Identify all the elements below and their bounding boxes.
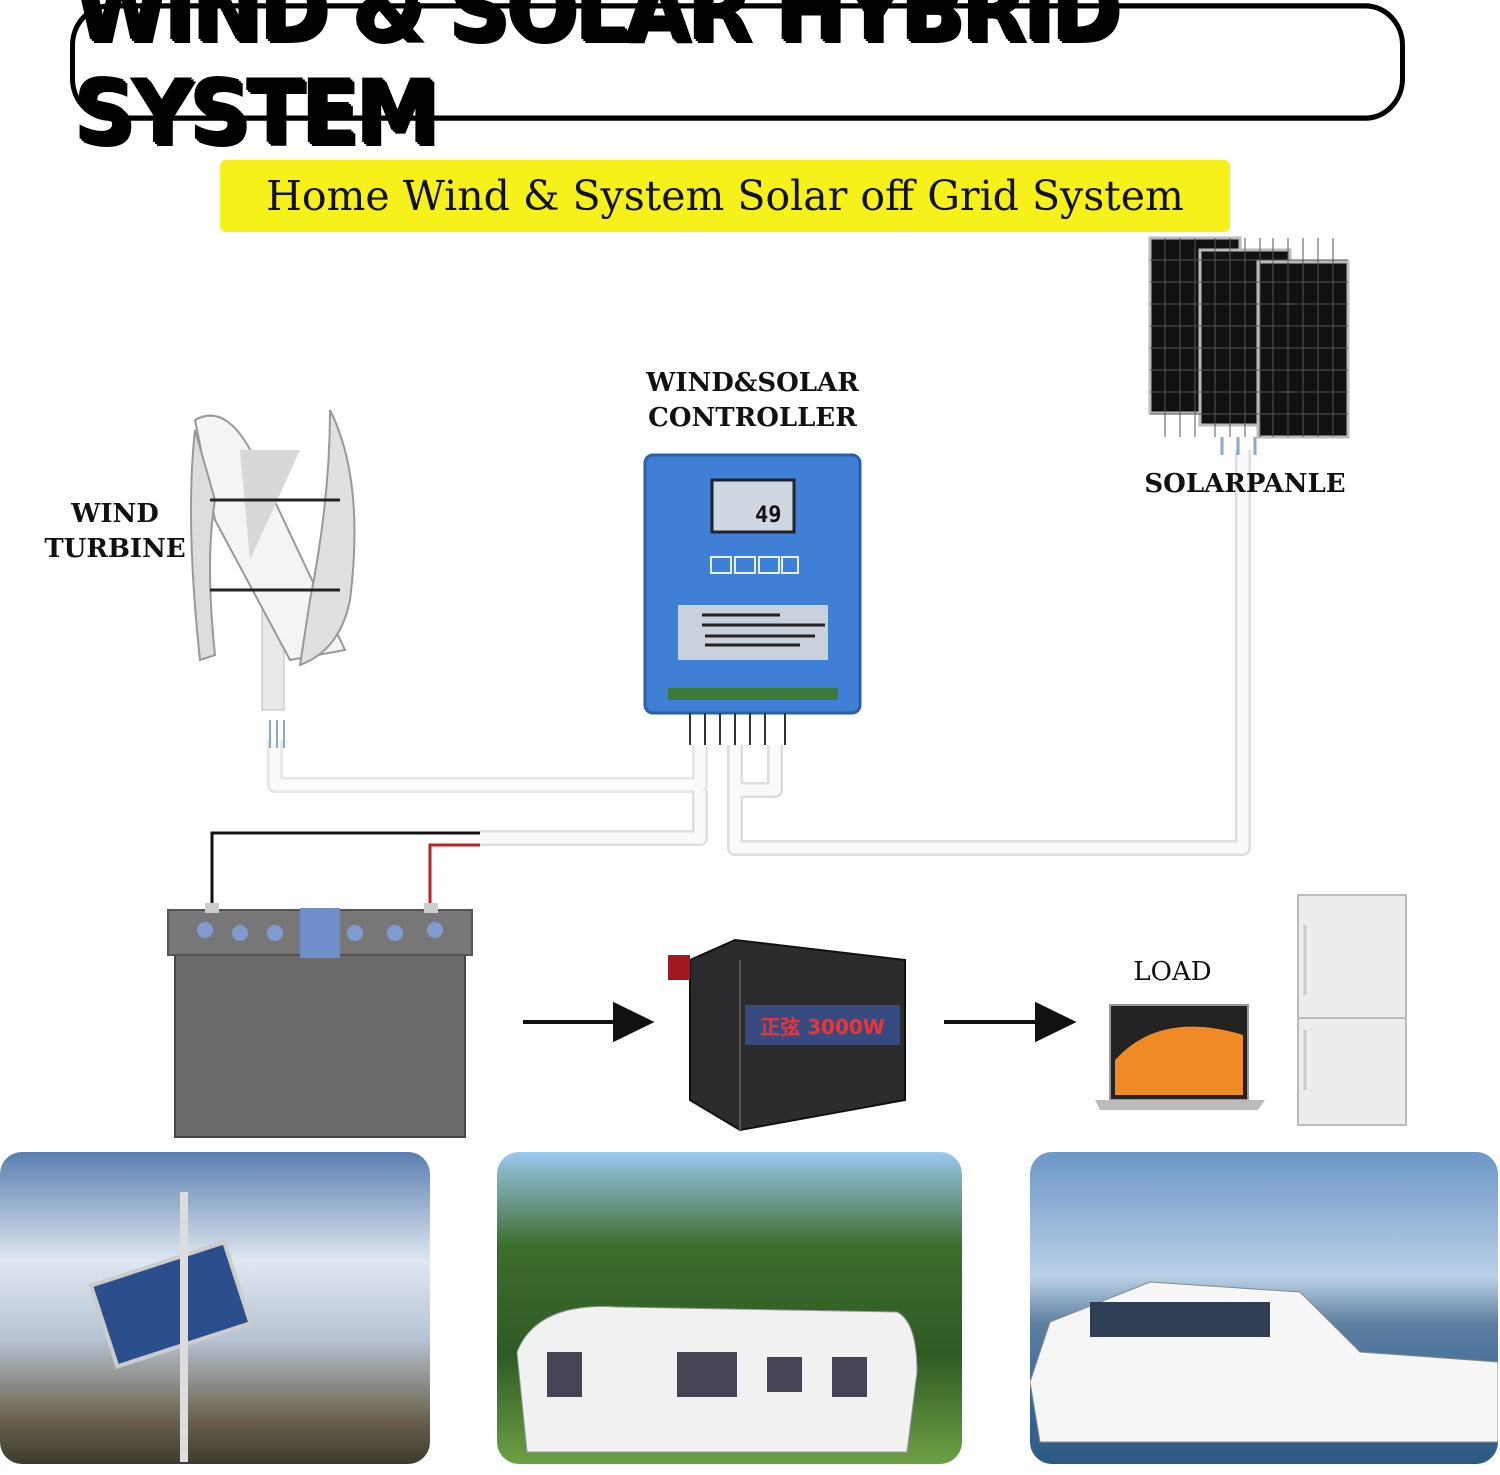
controller-label-line2: CONTROLLER bbox=[648, 403, 857, 433]
controller-display-value: 49 bbox=[755, 503, 782, 528]
solar-panel-icon bbox=[1148, 236, 1350, 455]
battery-icon bbox=[167, 903, 473, 1138]
subtitle-banner: Home Wind & System Solar off Grid System bbox=[220, 160, 1230, 232]
inverter-icon bbox=[668, 938, 906, 1132]
photo-yacht bbox=[1030, 1152, 1498, 1464]
arrow-icon bbox=[523, 1001, 1077, 1043]
battery-wires bbox=[210, 831, 480, 905]
photo-snow-mountain bbox=[0, 1152, 430, 1464]
controller-label: WIND&SOLAR CONTROLLER bbox=[630, 366, 875, 436]
wind-turbine-label: WIND TURBINE bbox=[30, 497, 200, 567]
controller-label-line1: WIND&SOLAR bbox=[646, 368, 859, 398]
wind-turbine-label-line2: TURBINE bbox=[44, 534, 186, 564]
load-label: LOAD bbox=[1133, 957, 1212, 987]
laptop-icon bbox=[1095, 1004, 1265, 1110]
solar-panel-label: SOLARPANLE bbox=[1144, 469, 1346, 499]
wind-turbine-icon bbox=[190, 409, 356, 748]
refrigerator-icon bbox=[1297, 894, 1407, 1126]
wind-turbine-label-line1: WIND bbox=[71, 499, 159, 529]
controller-icon bbox=[643, 453, 862, 745]
inverter-badge: 正弦 3000W bbox=[760, 1014, 885, 1039]
photo-caravan bbox=[497, 1152, 962, 1464]
